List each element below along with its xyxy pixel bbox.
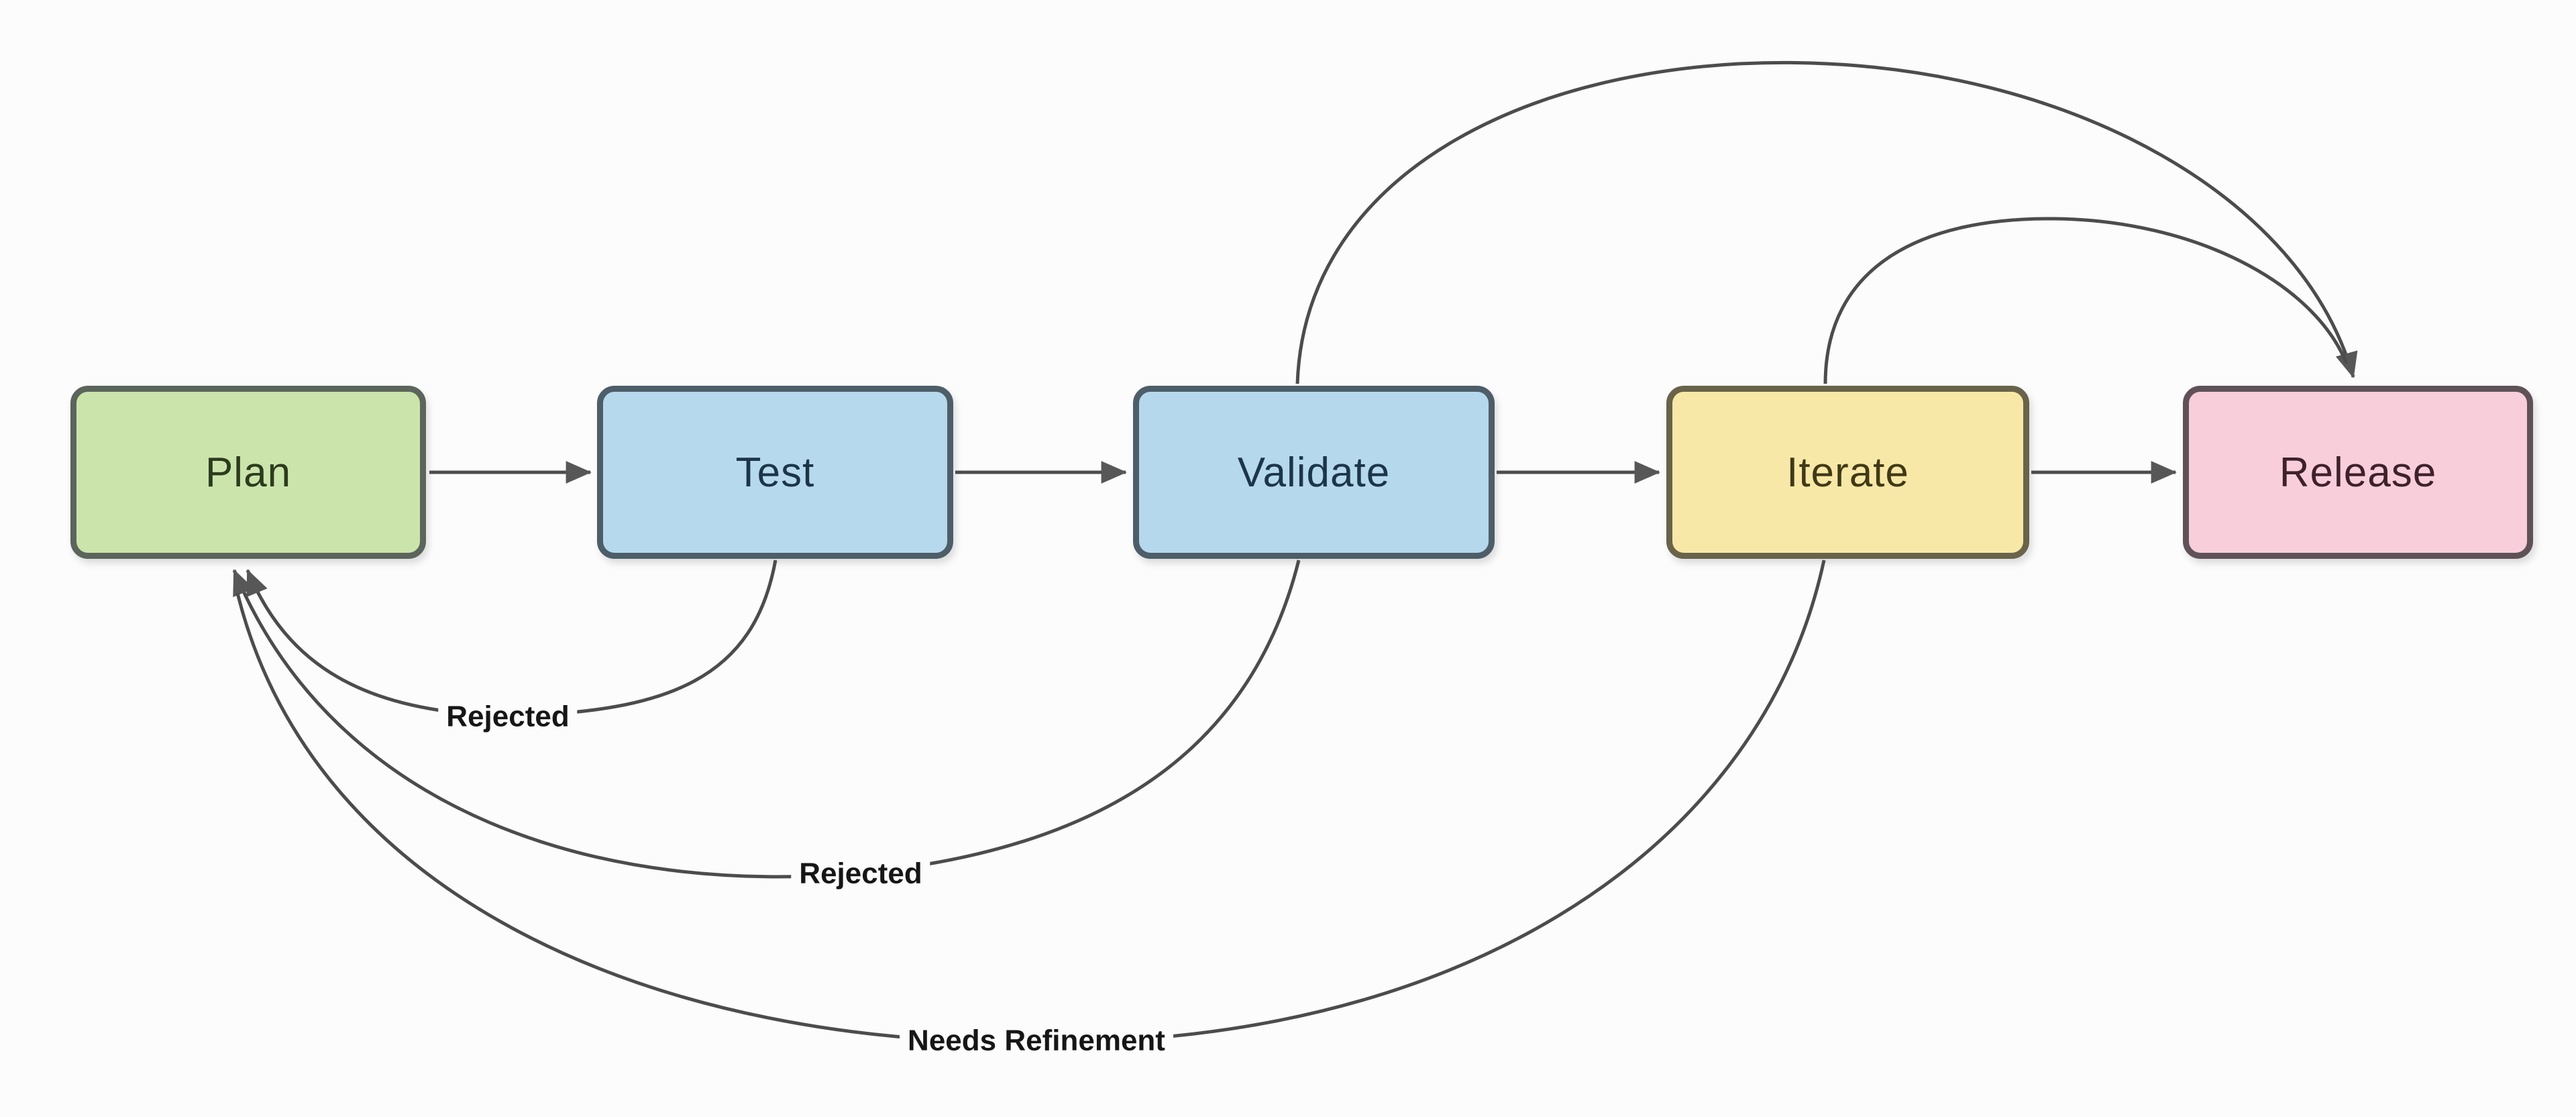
edge-validate-to-plan: [232, 560, 1301, 879]
node-validate[interactable]: Validate: [1133, 386, 1495, 559]
node-release[interactable]: Release: [2183, 386, 2533, 559]
node-test[interactable]: Test: [597, 386, 953, 559]
edge-validate-to-release-arc: [1295, 60, 2358, 384]
edge-label-validate-to-plan[interactable]: Rejected: [791, 855, 930, 893]
node-plan[interactable]: Plan: [70, 386, 426, 559]
edge-label-test-to-plan[interactable]: Rejected: [438, 698, 578, 736]
edge-test-to-plan: [246, 560, 777, 718]
node-iterate[interactable]: Iterate: [1666, 386, 2029, 559]
edge-label-iterate-to-plan[interactable]: Needs Refinement: [900, 1022, 1173, 1060]
edge-iterate-to-release-arc: [1823, 217, 2349, 384]
edge-iterate-to-plan: [235, 560, 1826, 1044]
